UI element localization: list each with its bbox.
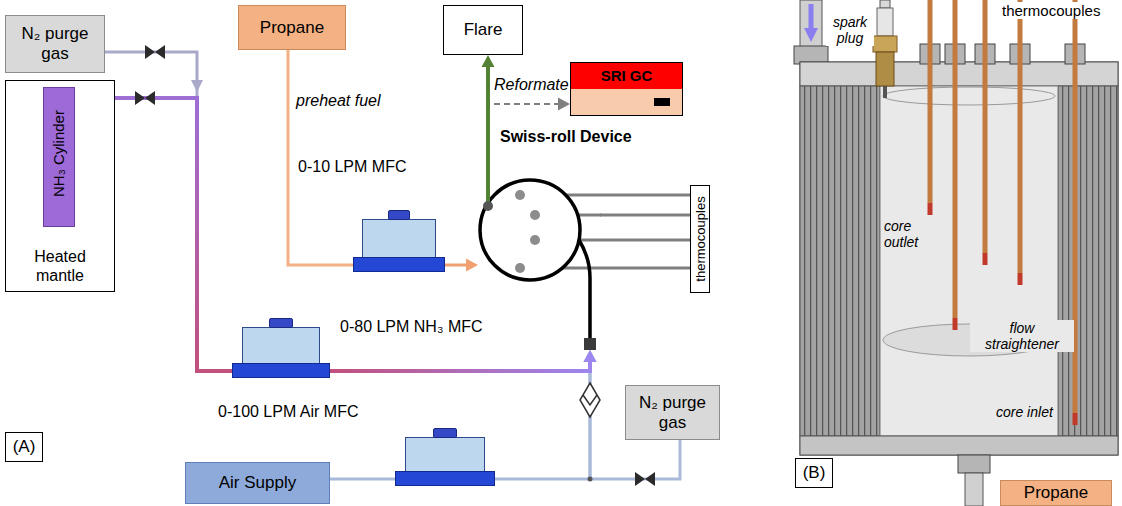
part-label: core inlet (994, 404, 1055, 420)
node-heading: 0-10 LPM MFC (298, 158, 406, 176)
arrowhead (482, 55, 495, 67)
node-heading: 0-100 LPM Air MFC (218, 403, 358, 421)
controller-tab (269, 318, 293, 328)
part-label: thermocouples (1000, 2, 1102, 19)
part-label: spark plug (826, 14, 874, 46)
mass-flow-controller: 0-80 LPM NH₃ MFC (232, 318, 330, 378)
swiss-roll-outline (478, 178, 600, 350)
flow-annotation: preheat fuel (296, 92, 381, 110)
inlet-port (584, 338, 596, 350)
flow-annotation: Reformate (494, 76, 569, 94)
controller-tab (433, 428, 457, 438)
arrowhead (584, 350, 597, 362)
inlet-channel (579, 240, 590, 340)
gas-supply-box: N₂ purge gas (5, 15, 105, 73)
fuel-supply-box: Propane (238, 5, 346, 50)
panel-tag: (B) (795, 458, 833, 488)
node-label: (B) (803, 463, 826, 483)
connector (330, 479, 395, 480)
connector-line (495, 358, 590, 479)
fuel-supply-box: Propane (1000, 480, 1112, 506)
controller-body (362, 219, 436, 258)
controller-base (353, 257, 445, 272)
node-heading: Swiss-roll Device (500, 128, 632, 146)
thermocouple-point (515, 263, 525, 273)
controller-base (232, 363, 330, 378)
node-label: NH₃ Cylinder (50, 117, 67, 197)
node-label: Heated mantle (20, 248, 100, 285)
connector-line (600, 214, 690, 217)
heated-mantle-box: Heated mantle NH₃ Cylinder (5, 80, 115, 292)
thermocouple-box: thermocouples (690, 185, 710, 293)
node-label: Flare (464, 20, 503, 40)
controller-tab (388, 210, 410, 220)
arrowhead (466, 259, 478, 272)
node-label: thermocouples (693, 196, 708, 281)
reactor-cutaway (794, 0, 1118, 506)
connector-line (330, 358, 590, 371)
connector (288, 50, 353, 265)
gas-supply-box: N₂ purge gas (625, 385, 720, 440)
check-valve-symbol (580, 383, 600, 417)
controller-body (242, 327, 320, 364)
connector-line (330, 478, 395, 481)
swiss-roll-reactor: Swiss-roll Device (478, 178, 600, 350)
panel-tag: (A) (5, 432, 43, 462)
mass-flow-controller: 0-100 LPM Air MFC (395, 428, 495, 486)
instrument-slot (654, 98, 670, 106)
node-label: Propane (260, 18, 324, 38)
air-supply-box: Air Supply (185, 462, 330, 504)
controller-body (405, 437, 485, 472)
connector-line (486, 63, 490, 178)
mass-flow-controller: 0-10 LPM MFC (353, 210, 445, 272)
connector (330, 350, 597, 371)
arrowhead (584, 350, 597, 362)
node-label: SRI GC (571, 63, 682, 89)
arrowhead (558, 98, 570, 111)
thermocouple-point (515, 190, 525, 200)
thermocouple-point (530, 210, 540, 220)
connector (600, 215, 690, 216)
part-label: core outlet (882, 218, 942, 250)
ammonia-cylinder: NH₃ Cylinder (43, 87, 75, 227)
node-label: Propane (1024, 483, 1088, 503)
node-heading: 0-80 LPM NH₃ MFC (340, 318, 483, 336)
connector (445, 259, 478, 272)
node-label: (A) (13, 437, 36, 457)
thermocouple-point (530, 235, 540, 245)
node-label: N₂ purge gas (632, 393, 713, 432)
node-label: Air Supply (219, 473, 296, 493)
connector (482, 55, 495, 178)
reactor-circle (480, 180, 580, 280)
outlet-port (483, 201, 493, 211)
arrowhead (584, 350, 597, 362)
part-label: flow straightener (970, 320, 1074, 352)
junction-dot (588, 477, 593, 482)
node-label: N₂ purge gas (12, 24, 98, 63)
controller-base (395, 471, 495, 486)
gas-chromatograph: SRI GC (570, 62, 683, 116)
flare-box: Flare (443, 5, 523, 55)
flow-arrowhead (191, 80, 203, 92)
connector-line (288, 50, 353, 265)
outlet-channel (486, 178, 490, 204)
